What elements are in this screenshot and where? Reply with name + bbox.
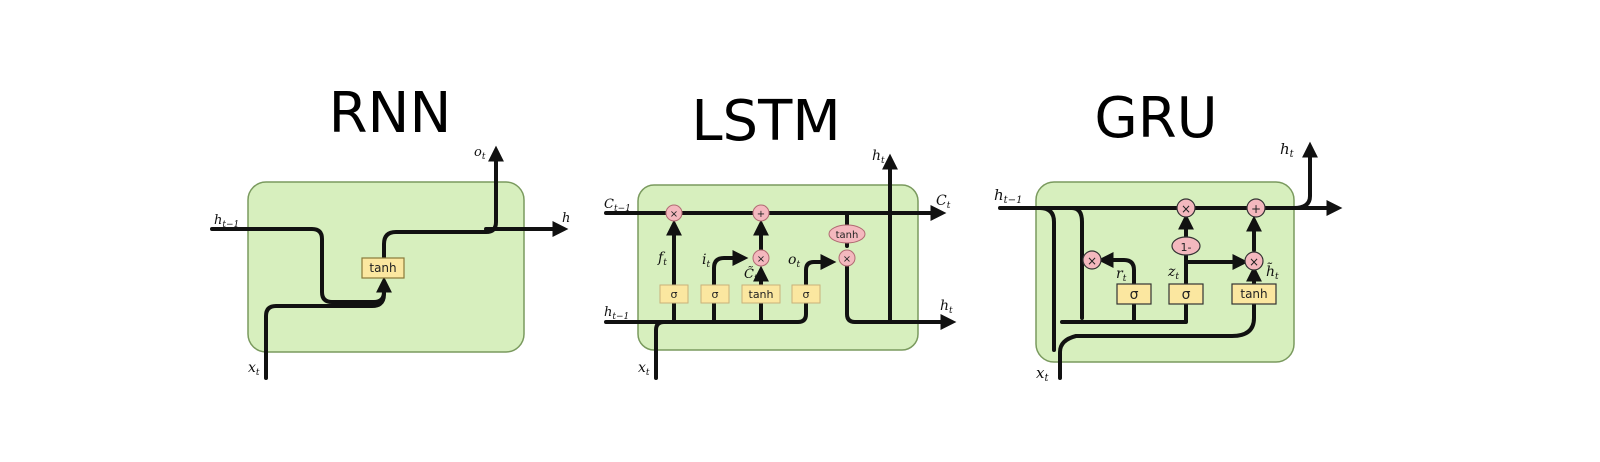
- rnn-title: RNN: [329, 81, 452, 146]
- lstm-tanh-op-label: tanh: [836, 230, 859, 241]
- gru-reset-gate: [1116, 283, 1152, 305]
- lstm-x-input-wire: [654, 320, 666, 380]
- gru-reset-multiply-op: [1082, 250, 1102, 270]
- lstm-c-out-label: Ct: [936, 193, 951, 211]
- lstm-input-gate-wire: [712, 250, 749, 324]
- gru-bottom-wire: [1060, 302, 1188, 324]
- gru-op-3: +: [1251, 202, 1261, 216]
- rnn-input-wire: [264, 276, 392, 380]
- lstm-op-3: ×: [757, 254, 765, 265]
- rnn-tanh-label: tanh: [369, 261, 396, 275]
- lstm-hidden-output-wire: [845, 264, 957, 330]
- lstm-tanh-op: [828, 224, 866, 244]
- gru-one-minus-label: 1-: [1181, 241, 1192, 254]
- lstm-i-label: it: [702, 252, 710, 270]
- gru-gate-2-label: σ: [1182, 287, 1191, 303]
- lstm-add-op: [752, 204, 770, 222]
- lstm-gate-3-label: tanh: [749, 288, 774, 301]
- lstm-gate-1-label: σ: [671, 288, 678, 301]
- lstm-c-tilde-label: C̃t: [744, 266, 758, 284]
- rnn-h-out-label: h: [562, 211, 570, 226]
- gru-branch-1: [1038, 206, 1056, 352]
- lstm-h-top-label: ht: [872, 148, 885, 166]
- gru-h-out-label: ht: [1280, 140, 1295, 160]
- gru-z-label: zt: [1167, 264, 1179, 282]
- lstm-gate-4-label: σ: [803, 288, 810, 301]
- gru-op-4: ×: [1249, 255, 1259, 269]
- lstm-h-prev-label: ht−1: [604, 305, 629, 322]
- gru-x-input-wire: [1058, 300, 1256, 380]
- lstm-diagram: LSTM × + × × tanh σ σ tanh σ: [604, 89, 957, 380]
- gru-x-label: xt: [1036, 364, 1049, 384]
- gru-gate-3-label: tanh: [1240, 287, 1267, 301]
- lstm-h-right-label: ht: [940, 298, 953, 316]
- lstm-o-label: ot: [788, 252, 800, 270]
- rnn-output-wire: [382, 145, 504, 260]
- gru-gate-1-label: σ: [1130, 287, 1139, 303]
- rnn-h-prev-label: ht−1: [214, 213, 239, 230]
- gru-add-op: [1246, 198, 1266, 218]
- gru-update-multiply-op: [1244, 251, 1264, 271]
- lstm-c-prev-label: Ct−1: [604, 197, 631, 214]
- lstm-forget-gate: [659, 284, 689, 304]
- lstm-x-label: xt: [638, 360, 650, 378]
- lstm-op-2: +: [757, 209, 765, 220]
- gru-op-2: ×: [1181, 202, 1191, 216]
- gru-update-gate: [1168, 283, 1204, 305]
- lstm-op-1: ×: [670, 209, 678, 220]
- gru-r-label: rt: [1116, 266, 1127, 284]
- lstm-gate-2-label: σ: [712, 288, 719, 301]
- lstm-title: LSTM: [691, 89, 840, 154]
- rnn-o-label: ot: [474, 145, 486, 162]
- lstm-input-multiply-op: [752, 249, 770, 267]
- gru-title: GRU: [1094, 86, 1217, 151]
- gru-h-out-wire: [1292, 141, 1318, 210]
- rnn-diagram: RNN tanh ht−1 xt ot h: [210, 81, 570, 380]
- gru-one-minus-op: [1171, 236, 1201, 256]
- gru-candidate-gate: [1231, 283, 1277, 305]
- gru-branch-2: [1070, 206, 1084, 320]
- lstm-op-4: ×: [843, 254, 851, 265]
- rnn-tanh-gate: [361, 257, 405, 279]
- lstm-candidate-gate: [741, 284, 781, 304]
- gru-keep-multiply-op: [1176, 198, 1196, 218]
- gru-cell: [1035, 181, 1295, 363]
- lstm-output-gate: [791, 284, 821, 304]
- gru-r-wire: [1097, 252, 1136, 286]
- lstm-forget-multiply-op: [665, 204, 683, 222]
- lstm-input-gate: [700, 284, 730, 304]
- lstm-f-label: ft: [657, 250, 667, 268]
- lstm-output-multiply-op: [838, 249, 856, 267]
- rnn-x-label: xt: [248, 360, 260, 378]
- gru-h-prev-label: ht−1: [994, 186, 1022, 206]
- gru-op-1: ×: [1087, 254, 1097, 268]
- gru-h-tilde-label: h̃t: [1266, 262, 1279, 282]
- gru-diagram: GRU × × + × 1- σ σ tanh: [994, 86, 1343, 384]
